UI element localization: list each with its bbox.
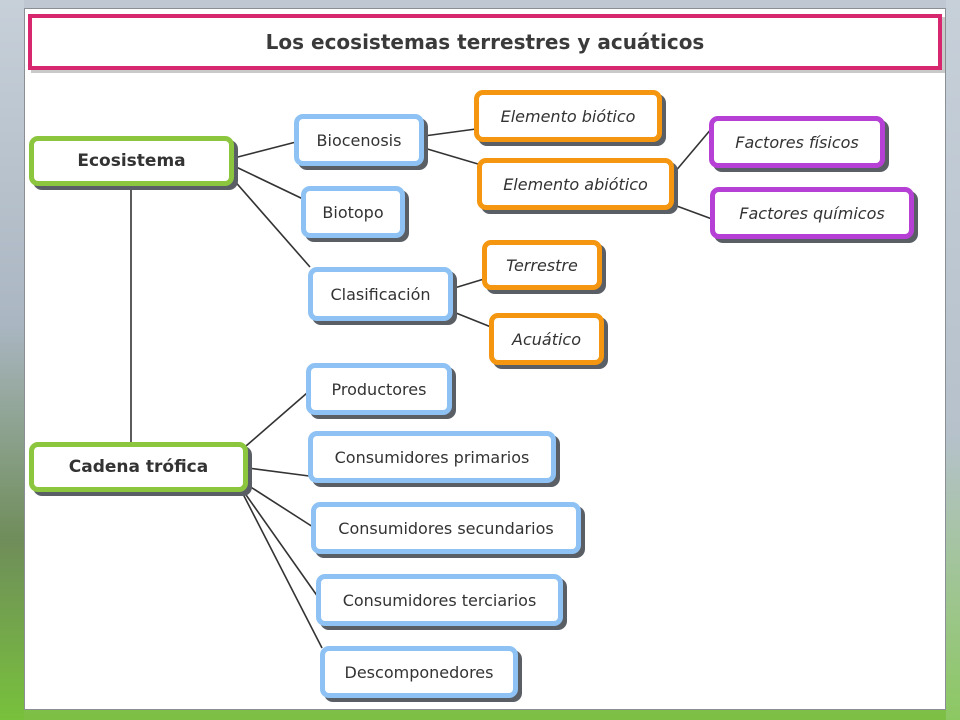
- node-productores-label: Productores: [331, 379, 427, 399]
- node-acuatico-label: Acuático: [512, 329, 581, 349]
- node-consumidores-primarios: Consumidores primarios: [308, 431, 556, 483]
- link-cadena-descomponedores: [241, 491, 323, 649]
- link-ecosistema-biocenosis: [233, 141, 297, 159]
- node-biocenosis: Biocenosis: [294, 114, 424, 166]
- node-consumidores-primarios-label: Consumidores primarios: [334, 447, 530, 467]
- node-elemento-abiotico-label: Elemento abiótico: [503, 174, 648, 194]
- link-cadena-productores: [245, 392, 308, 447]
- node-cadena-trofica-label: Cadena trófica: [68, 457, 209, 477]
- link-clasificacion-terrestre: [450, 278, 485, 290]
- link-clasificacion-acuatico: [450, 310, 492, 328]
- slide-background-right: [946, 0, 960, 720]
- node-consumidores-terciarios-label: Consumidores terciarios: [342, 590, 537, 610]
- link-ecosistema-biotopo: [233, 165, 304, 200]
- node-elemento-biotico: Elemento biótico: [474, 90, 662, 142]
- node-descomponedores-label: Descomponedores: [344, 662, 494, 682]
- node-biotopo: Biotopo: [301, 186, 405, 238]
- title-box: Los ecosistemas terrestres y acuáticos: [28, 14, 942, 70]
- node-biocenosis-label: Biocenosis: [316, 130, 402, 150]
- node-acuatico: Acuático: [489, 313, 604, 365]
- diagram-title: Los ecosistemas terrestres y acuáticos: [265, 30, 705, 54]
- link-abiotico-fisicos: [673, 127, 713, 174]
- node-elemento-abiotico: Elemento abiótico: [477, 158, 674, 210]
- link-cadena-secundarios: [245, 483, 314, 528]
- node-elemento-biotico-label: Elemento biótico: [500, 106, 636, 126]
- node-factores-fisicos-label: Factores físicos: [735, 132, 859, 152]
- node-descomponedores: Descomponedores: [320, 646, 518, 698]
- slide-background-left: [0, 0, 24, 720]
- node-biotopo-label: Biotopo: [322, 202, 384, 222]
- node-clasificacion: Clasificación: [308, 267, 453, 321]
- link-abiotico-quimicos: [673, 204, 713, 220]
- node-cadena-trofica: Cadena trófica: [29, 442, 248, 492]
- node-ecosistema-label: Ecosistema: [77, 151, 186, 171]
- node-terrestre-label: Terrestre: [506, 255, 578, 275]
- node-consumidores-terciarios: Consumidores terciarios: [316, 574, 563, 626]
- node-factores-quimicos-label: Factores químicos: [739, 203, 885, 223]
- link-cadena-terciarios: [243, 491, 319, 598]
- node-clasificacion-label: Clasificación: [330, 284, 431, 304]
- node-factores-fisicos: Factores físicos: [709, 116, 885, 168]
- node-consumidores-secundarios-label: Consumidores secundarios: [338, 518, 554, 538]
- node-factores-quimicos: Factores químicos: [710, 187, 914, 239]
- link-cadena-primarios: [247, 467, 310, 477]
- node-ecosistema: Ecosistema: [29, 136, 234, 186]
- node-terrestre: Terrestre: [482, 240, 602, 290]
- node-consumidores-secundarios: Consumidores secundarios: [311, 502, 581, 554]
- link-biocenosis-abiotico: [423, 147, 479, 165]
- link-ecosistema-clasificacion: [231, 177, 311, 268]
- link-biocenosis-biotico: [423, 128, 477, 137]
- node-productores: Productores: [306, 363, 452, 415]
